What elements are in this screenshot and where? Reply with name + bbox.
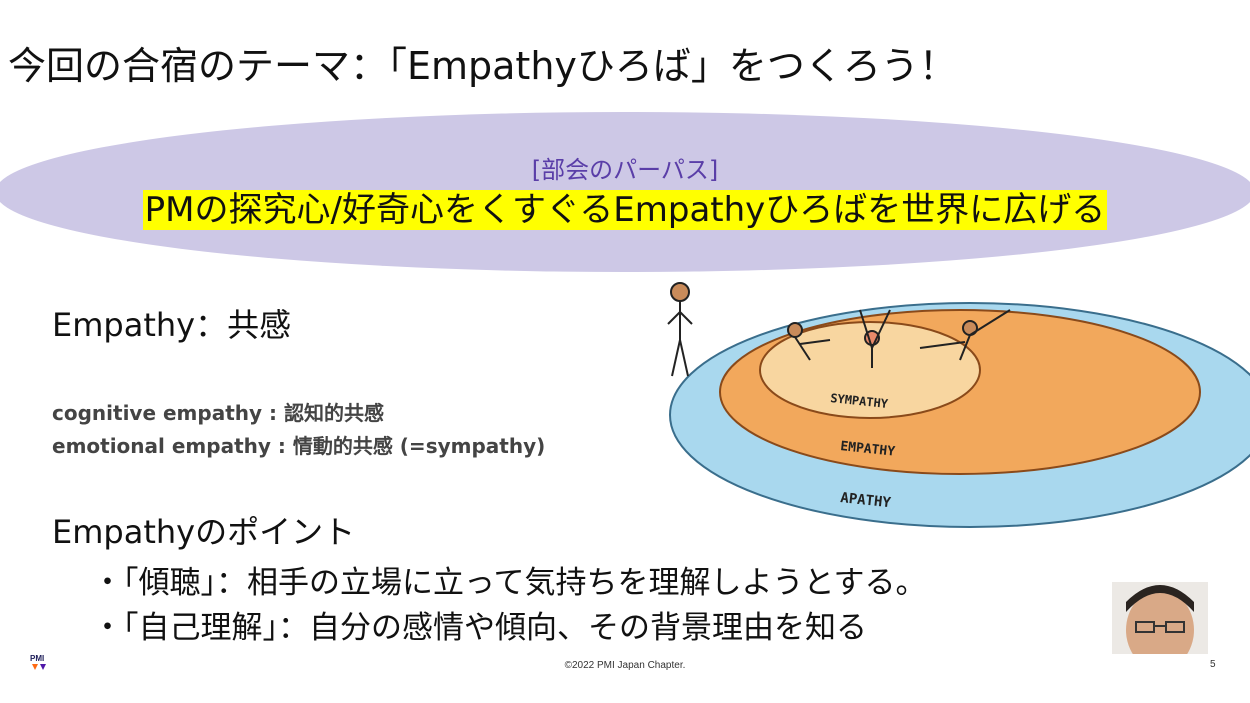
empathy-label: EMPATHY — [840, 439, 896, 460]
observer-figure — [667, 282, 693, 377]
purpose-label: [部会のパーパス] — [531, 156, 719, 184]
pmi-logo-text: PMI — [30, 654, 44, 663]
cognitive-empathy-definition: cognitive empathy : 認知的共感 — [52, 401, 384, 425]
pmi-logo: PMI — [30, 654, 46, 670]
purpose-statement: PMの探究心/好奇心をくすぐるEmpathyひろばを世界に広げる — [0, 188, 1250, 232]
point-self-understanding: ・「自己理解」：自分の感情や傾向、その背景理由を知る — [92, 610, 867, 646]
page-number: 5 — [1210, 659, 1216, 670]
point-listening: ・「傾聴」：相手の立場に立って気持ちを理解しようとする。 — [92, 565, 927, 601]
presenter-avatar — [1112, 582, 1208, 654]
sympathy-figures — [787, 309, 1011, 368]
sympathy-label: SYMPATHY — [830, 391, 890, 411]
sympathy-ring — [759, 321, 981, 419]
copyright: ©2022 PMI Japan Chapter. — [564, 660, 686, 671]
presenter-video-thumbnail — [1112, 582, 1208, 654]
apathy-label: APATHY — [840, 490, 893, 511]
emotional-empathy-definition: emotional empathy : 情動的共感 (=sympathy) — [52, 434, 546, 458]
slide-title: 今回の合宿のテーマ：「Empathyひろば」をつくろう！ — [8, 44, 957, 88]
empathy-rings-illustration: SYMPATHY EMPATHY APATHY — [667, 282, 1250, 528]
purpose-highlight: PMの探究心/好奇心をくすぐるEmpathyひろばを世界に広げる — [142, 190, 1108, 230]
empathy-definition: Empathy：共感 — [52, 306, 292, 344]
points-title: Empathyのポイント — [52, 513, 356, 551]
